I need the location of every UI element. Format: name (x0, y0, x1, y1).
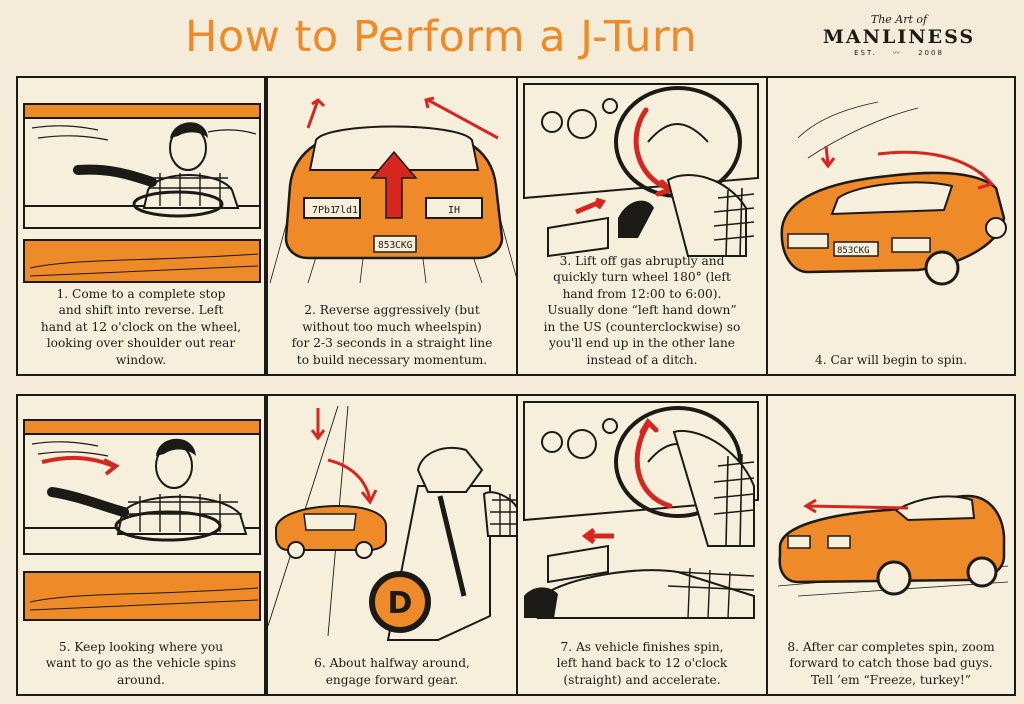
step-caption-8: 8. After car completes spin, zoom forwar… (787, 639, 995, 687)
reverse-car-illustration: 7Pb1 7ld1 IH 853CKG (269, 96, 516, 284)
step-caption-7: 7. As vehicle finishes spin, left hand b… (556, 639, 728, 687)
page-title: How to Perform a J-Turn (185, 12, 698, 62)
logo-est-label: EST. (854, 49, 877, 57)
tail-light-label-left: 7Pb1 (312, 205, 336, 216)
step-panel-6: D 6. About halfway around, engage forwar… (266, 394, 518, 696)
engage-drive-illustration: D (268, 405, 516, 641)
logo-established: EST. 〰 2008 (806, 48, 992, 58)
drive-gear-indicator: D (388, 586, 413, 621)
tail-light-label-right: IH (448, 205, 460, 216)
logo-wordmark: MANLINESS (822, 26, 976, 48)
car-begins-spin-illustration: 853CKG (780, 101, 1007, 286)
license-plate-spin: 853CKG (837, 246, 870, 256)
step-panel-2: 7Pb1 7ld1 IH 853CKG 2. Reverse aggressiv… (266, 76, 518, 376)
step-caption-6: 6. About halfway around, engage forward … (314, 656, 470, 687)
step-panel-7: 7. As vehicle finishes spin, left hand b… (516, 394, 768, 696)
step-grid: 1. Come to a complete stop and shift int… (14, 74, 1018, 698)
art-of-manliness-logo: The Art of MANLINESS EST. 〰 2008 (806, 14, 992, 66)
look-ahead-illustration (23, 419, 261, 621)
step-panel-8: 8. After car completes spin, zoom forwar… (766, 394, 1016, 696)
reverse-direction-arrow (370, 150, 418, 219)
steering-turn-illustration (523, 83, 759, 258)
mustache-icon: 〰 (892, 49, 902, 57)
step-caption-2: 2. Reverse aggressively (but without too… (291, 303, 493, 367)
license-plate: 853CKG (378, 240, 413, 251)
step-caption-4: 4. Car will begin to spin. (814, 352, 968, 367)
logo-tagline: The Art of (870, 13, 928, 26)
step-caption-3: 3. Lift off gas abruptly and quickly tur… (543, 253, 741, 367)
step-caption-5: 5. Keep looking where you want to go as … (45, 639, 237, 687)
accelerate-illustration (523, 401, 759, 619)
reverse-shift-illustration (23, 103, 261, 283)
step-panel-1: 1. Come to a complete stop and shift int… (16, 76, 266, 376)
zoom-forward-illustration (777, 494, 1009, 597)
step-caption-1: 1. Come to a complete stop and shift int… (40, 286, 242, 367)
logo-est-year: 2008 (918, 49, 944, 57)
step-panel-3: 3. Lift off gas abruptly and quickly tur… (516, 76, 768, 376)
step-panel-5: 5. Keep looking where you want to go as … (16, 394, 266, 696)
step-panel-4: 853CKG 4. Car will begin to spin. (766, 76, 1016, 376)
tail-light-label-left-2: 7ld1 (334, 205, 358, 216)
